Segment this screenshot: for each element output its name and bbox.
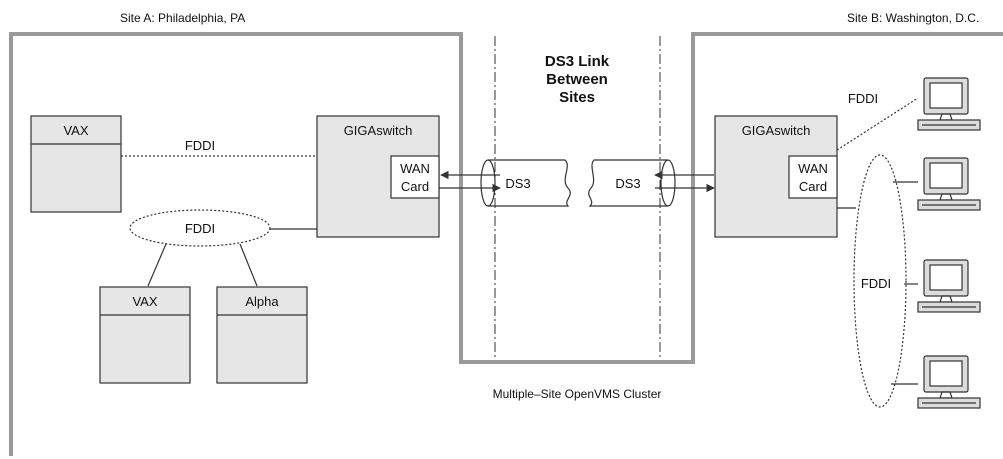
vax-top-node: VAX: [30, 115, 122, 213]
workstation-1: [917, 77, 981, 131]
fddi-ring-b: [853, 154, 907, 408]
wan-card-b-line2: Card: [799, 179, 827, 194]
workstation-2: [917, 157, 981, 211]
ds3-label-a: DS3: [505, 176, 530, 191]
link-title-line3: Sites: [559, 89, 595, 106]
ring-to-alpha-line: [239, 243, 258, 287]
fddi-ring-a: [129, 209, 271, 247]
wan-card-a-line1: WAN: [400, 161, 430, 176]
site-b-label: Site B: Washington, D.C.: [847, 11, 979, 25]
fddi-ring-a-label: FDDI: [185, 221, 215, 236]
ring-to-vax-line: [147, 243, 167, 287]
vax-top-label: VAX: [63, 123, 88, 138]
site-a-label: Site A: Philadelphia, PA: [120, 11, 245, 25]
ds3-cable-right: DS3: [588, 159, 676, 207]
gigaswitch-b: GIGAswitch WAN Card: [714, 115, 838, 238]
gigaswitch-a: GIGAswitch WAN Card: [316, 115, 440, 238]
fddi-top-link-line: [836, 97, 919, 151]
vax-bottom-label: VAX: [132, 294, 157, 309]
gigaswitch-a-label: GIGAswitch: [344, 123, 413, 138]
wan-card-b: [788, 155, 838, 199]
site-boundary: [9, 32, 1003, 456]
ds3-label-b: DS3: [615, 176, 640, 191]
gigaswitch-b-label: GIGAswitch: [742, 123, 811, 138]
workstation-3: [917, 259, 981, 313]
wan-card-a-line2: Card: [401, 179, 429, 194]
diagram-caption: Multiple–Site OpenVMS Cluster: [493, 387, 662, 401]
fddi-top-label: FDDI: [848, 91, 878, 106]
workstation-4: [917, 355, 981, 409]
ds3-cable-left: DS3: [480, 159, 571, 207]
alpha-node: Alpha: [216, 286, 308, 384]
wan-card-a: [390, 155, 440, 199]
link-title-line2: Between: [546, 71, 608, 88]
vax-bottom-node: VAX: [99, 286, 191, 384]
fddi-link-label: FDDI: [185, 138, 215, 153]
fddi-ring-b-label: FDDI: [861, 276, 891, 291]
wan-card-b-line1: WAN: [798, 161, 828, 176]
alpha-label: Alpha: [245, 294, 279, 309]
link-title-line1: DS3 Link: [545, 53, 610, 70]
